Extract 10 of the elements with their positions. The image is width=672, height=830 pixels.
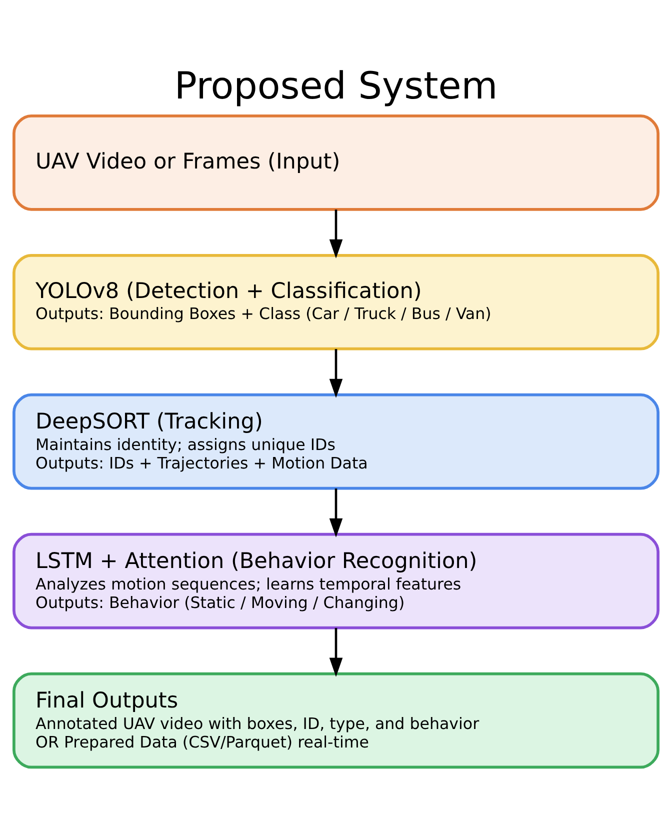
node-box: LSTM + Attention (Behavior Recognition) Analyzes motion sequences; learns temporal features Outputs: Behavior (Static / Moving / Changing)	[12, 532, 660, 630]
node-box: DeepSORT (Tracking) Maintains identity; assigns unique IDs Outputs: IDs + Trajectories + Motion Data	[12, 393, 660, 490]
node-box: Final Outputs Annotated UAV video with boxes, ID, type, and behavior OR Prepared Data (CSV/Parquet) real-time	[12, 672, 660, 769]
arrow	[329, 210, 343, 258]
node-box: UAV Video or Frames (Input)	[12, 114, 660, 211]
node-box: YOLOv8 (Detection + Classification) Outputs: Bounding Boxes + Class (Car / Truck / Bus / Van)	[12, 254, 660, 350]
arrow	[329, 628, 343, 677]
diagram-title: Proposed System	[174, 63, 498, 108]
arrow	[329, 488, 343, 538]
arrow	[329, 349, 343, 398]
